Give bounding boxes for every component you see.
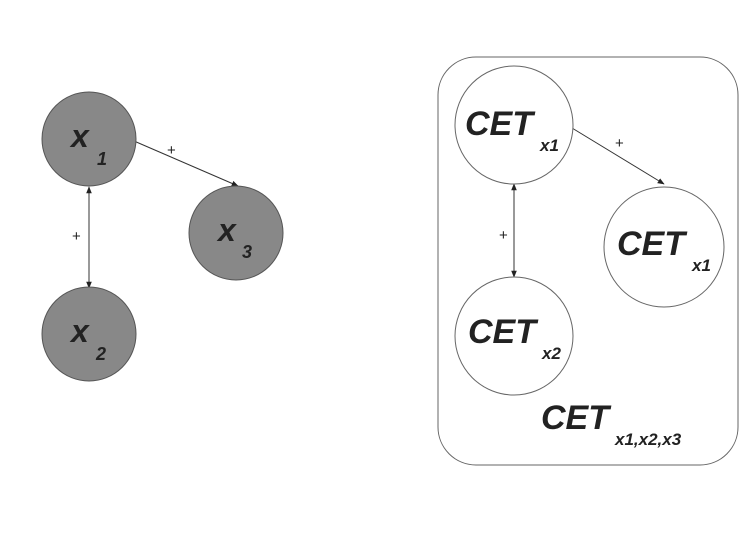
node-cet-x2-label: CET xyxy=(468,313,539,351)
node-cet-x1-right-label: CET xyxy=(617,225,688,263)
node-x3-subscript: 3 xyxy=(242,242,252,262)
edge-cet-top-bottom-sign: + xyxy=(499,227,508,244)
node-x2-label: x xyxy=(69,313,90,349)
node-x2: x 2 xyxy=(41,286,137,382)
node-cet-x1-right: CET x1 xyxy=(603,186,725,308)
cet-container-label-subscript: x1,x2,x3 xyxy=(614,430,682,449)
node-x3: x 3 xyxy=(188,185,284,281)
right-graph: + + CET x1 CET x1 CET x2 CET x1,x2,x3 xyxy=(437,56,739,466)
node-x1-subscript: 1 xyxy=(97,149,107,169)
edge-x1-x2-sign: + xyxy=(72,228,81,245)
node-cet-x2-subscript: x2 xyxy=(541,344,561,363)
node-cet-x1-top-subscript: x1 xyxy=(539,136,559,155)
edge-x1-x3 xyxy=(133,140,239,187)
cet-container-label: CET x1,x2,x3 xyxy=(541,399,682,449)
edge-cet-top-right-sign: + xyxy=(615,135,624,152)
node-cet-x1-top: CET x1 xyxy=(454,65,574,185)
left-graph: + + x 1 x 2 x 3 xyxy=(41,91,284,382)
node-x1: x 1 xyxy=(41,91,137,187)
edge-cet-top-right xyxy=(571,127,665,185)
edge-x1-x3-sign: + xyxy=(167,142,176,159)
cet-container-label-main: CET xyxy=(541,399,612,437)
node-x2-subscript: 2 xyxy=(95,344,106,364)
node-cet-x2: CET x2 xyxy=(454,276,574,396)
node-cet-x1-top-label: CET xyxy=(465,105,536,143)
node-x1-label: x xyxy=(69,118,90,154)
node-x3-label: x xyxy=(216,212,237,248)
node-cet-x1-right-subscript: x1 xyxy=(691,256,711,275)
